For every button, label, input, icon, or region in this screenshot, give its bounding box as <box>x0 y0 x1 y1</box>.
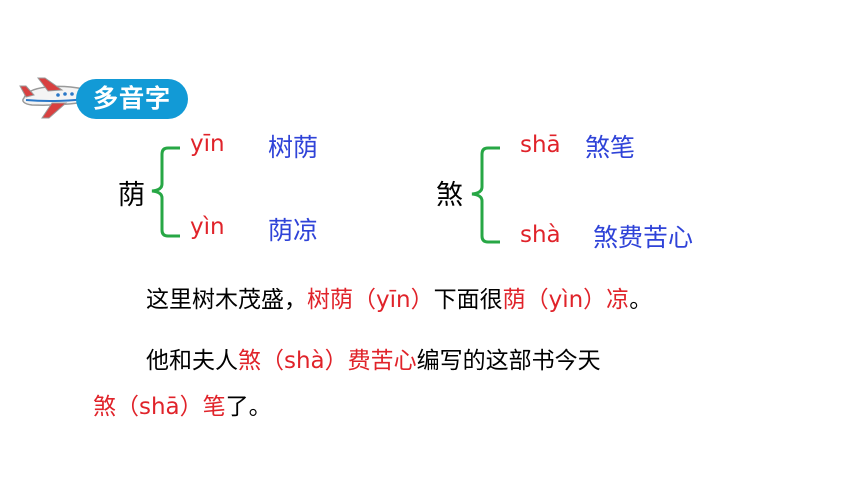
sentence-2-highlight: 煞（shà）费苦心 <box>238 348 417 374</box>
sentence-1-part: 下面很 <box>433 287 503 313</box>
right-char: 煞 <box>436 180 463 211</box>
left-brace <box>151 146 180 238</box>
right-brace <box>471 146 500 244</box>
sentence-1-highlight: 树荫（yīn） <box>307 287 434 313</box>
sentence-1-part: 这里树木茂盛， <box>146 287 307 313</box>
right-pinyin-2: shà <box>520 222 561 248</box>
sentence-1-highlight: 荫（yìn）凉 <box>502 287 630 313</box>
sentence-2-line-2: 煞（shā）笔了。 <box>93 387 272 421</box>
left-char: 荫 <box>118 180 145 211</box>
left-pinyin-1: yīn <box>190 131 225 157</box>
sentence-2-part: 他和夫人 <box>146 348 238 374</box>
left-word-1: 树荫 <box>268 133 319 162</box>
sentence-2-part: 了。 <box>225 394 272 420</box>
sentence-1: 这里树木茂盛，树荫（yīn）下面很荫（yìn）凉。 <box>146 280 652 314</box>
section-badge: 多音字 <box>76 79 188 119</box>
right-pinyin-1: shā <box>520 132 561 158</box>
right-word-2: 煞费苦心 <box>593 223 694 252</box>
sentence-2-part: 编写的这部书今天 <box>416 348 601 374</box>
sentence-2-line-1: 他和夫人煞（shà）费苦心编写的这部书今天 <box>146 341 601 375</box>
sentence-2-highlight: 煞（shā）笔 <box>93 394 226 420</box>
left-word-2: 荫凉 <box>268 216 319 245</box>
sentence-1-part: 。 <box>629 287 653 313</box>
left-pinyin-2: yìn <box>190 214 225 240</box>
right-word-1: 煞笔 <box>585 133 636 162</box>
